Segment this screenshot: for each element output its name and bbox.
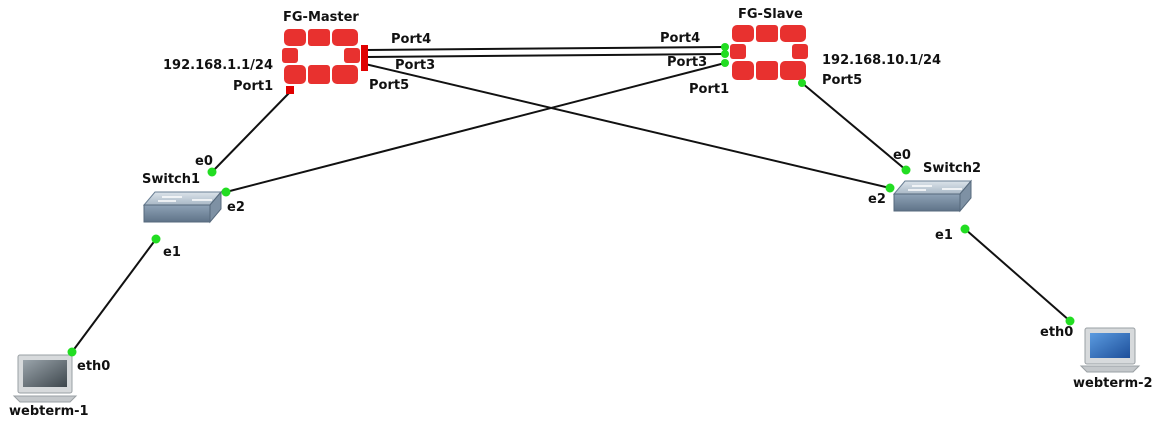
sw1-e2-dot[interactable] xyxy=(221,187,231,197)
master-port5-label: Port5 xyxy=(369,78,410,93)
fg-slave-label: FG-Slave xyxy=(738,7,803,22)
link-master-port1-switch1-e0[interactable] xyxy=(211,91,291,173)
slave-port1-label: Port1 xyxy=(689,82,730,97)
link-slave-port1-switch1-e2[interactable] xyxy=(225,62,726,193)
switch-icon xyxy=(892,179,973,213)
fg-master-label: FG-Master xyxy=(283,10,359,25)
wt1-eth0-label: eth0 xyxy=(77,359,111,374)
fg-master-node[interactable] xyxy=(282,29,368,94)
slave-port3-label: Port3 xyxy=(667,55,708,70)
master-port1-label: Port1 xyxy=(233,79,274,94)
computer-icon xyxy=(12,354,78,403)
sw2-e2-dot[interactable] xyxy=(885,183,895,193)
master-port1-indicator xyxy=(286,86,294,94)
fg-slave-node[interactable] xyxy=(730,25,808,80)
fortigate-icon xyxy=(730,25,808,80)
sw2-e0-dot[interactable] xyxy=(901,165,911,175)
wt1-eth0-dot[interactable] xyxy=(67,347,77,357)
switch-icon xyxy=(142,190,223,224)
slave-port1-dot[interactable] xyxy=(721,59,729,67)
link-switch1-e1-webterm1[interactable] xyxy=(71,238,157,353)
link-master-port5-switch2-e2[interactable] xyxy=(364,63,891,189)
webterm2-label: webterm-2 xyxy=(1073,376,1153,391)
link-port3[interactable] xyxy=(364,53,723,58)
sw1-e1-label: e1 xyxy=(163,245,181,260)
wt2-eth0-label: eth0 xyxy=(1040,325,1074,340)
link-port4[interactable] xyxy=(364,46,723,51)
switch2-label: Switch2 xyxy=(923,161,982,176)
master-port4-label: Port4 xyxy=(391,32,432,47)
sw2-e1-label: e1 xyxy=(935,228,953,243)
sw2-e1-dot[interactable] xyxy=(960,224,970,234)
slave-port4-dot[interactable] xyxy=(721,43,729,51)
port-dots xyxy=(67,43,1075,357)
master-port3-label: Port3 xyxy=(395,58,436,73)
link-slave-port5-switch2-e0[interactable] xyxy=(801,82,907,171)
computer-icon xyxy=(1079,327,1141,373)
webterm2-node[interactable] xyxy=(1079,327,1141,373)
link-switch2-e1-webterm2[interactable] xyxy=(964,228,1071,322)
switch1-node[interactable] xyxy=(142,190,223,224)
fortigate-icon xyxy=(282,29,360,84)
sw2-e0-label: e0 xyxy=(893,148,911,163)
links xyxy=(71,46,1071,353)
webterm1-label: webterm-1 xyxy=(9,404,89,419)
fg-slave-ip-label: 192.168.10.1/24 xyxy=(822,53,942,68)
slave-port3-dot[interactable] xyxy=(721,50,729,58)
wt2-eth0-dot[interactable] xyxy=(1065,316,1075,326)
sw2-e2-label: e2 xyxy=(868,192,886,207)
sw1-e2-label: e2 xyxy=(227,200,245,215)
webterm1-node[interactable] xyxy=(12,354,78,403)
master-port-indicator xyxy=(361,45,368,71)
fg-master-ip-label: 192.168.1.1/24 xyxy=(163,58,274,73)
slave-port5-dot[interactable] xyxy=(798,79,806,87)
slave-port4-label: Port4 xyxy=(660,31,701,46)
switch2-node[interactable] xyxy=(892,179,973,213)
sw1-e0-label: e0 xyxy=(195,154,213,169)
sw1-e0-dot[interactable] xyxy=(207,167,217,177)
sw1-e1-dot[interactable] xyxy=(151,234,161,244)
switch1-label: Switch1 xyxy=(142,172,201,187)
slave-port5-label: Port5 xyxy=(822,73,863,88)
